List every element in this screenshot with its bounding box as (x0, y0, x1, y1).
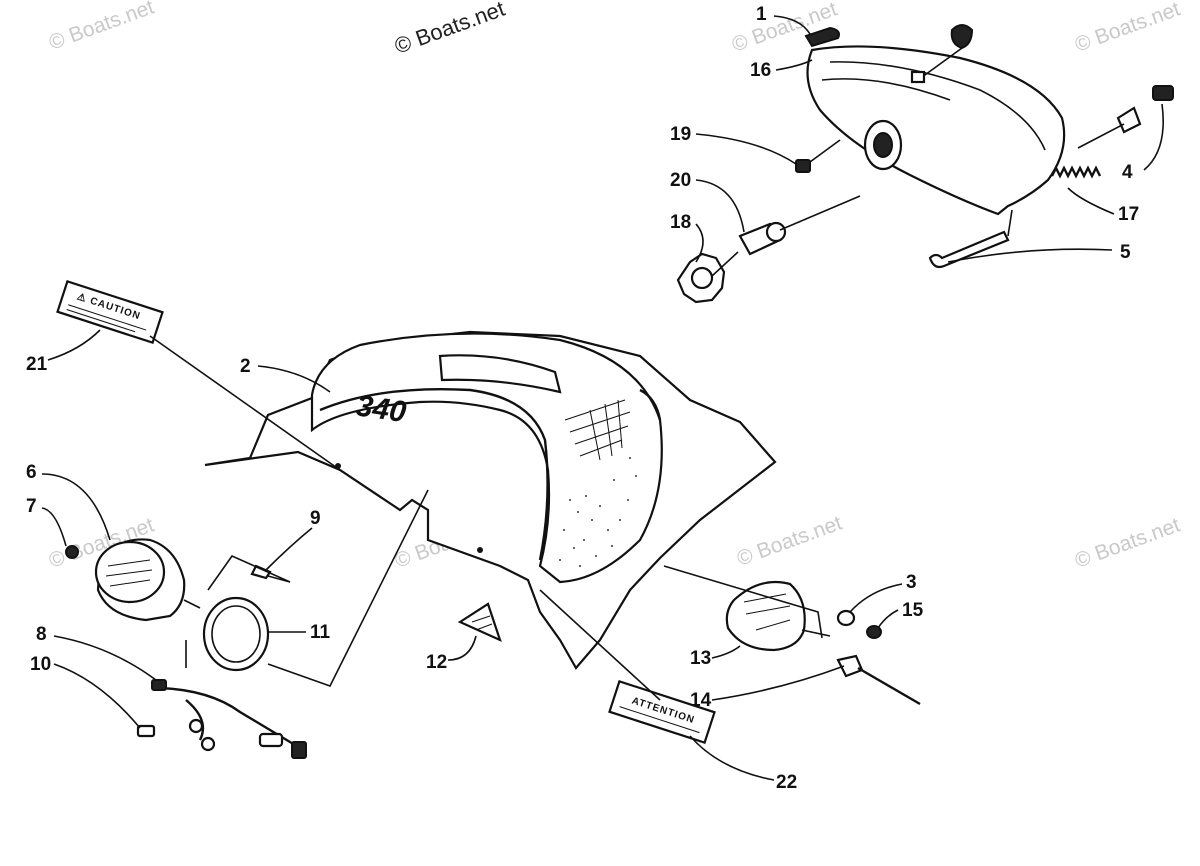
callout-5: 5 (1120, 242, 1131, 263)
nut-part (1152, 85, 1174, 101)
gauge-right-body (725, 580, 806, 652)
callout-22: 22 (776, 772, 797, 793)
callout-10: 10 (30, 654, 51, 675)
attention-decal: ATTENTION (608, 679, 716, 745)
gauge-nut (65, 545, 79, 559)
callout-9: 9 (310, 508, 321, 529)
callout-13: 13 (690, 648, 711, 669)
callout-11: 11 (310, 622, 331, 643)
gauge-right-nut (866, 625, 882, 639)
callout-21: 21 (26, 354, 48, 375)
hood-badge: 340 (354, 389, 408, 429)
washer-part (836, 609, 856, 627)
bezel-ring (202, 596, 270, 672)
cable-part (836, 654, 864, 678)
watermark: © Boats.net (1072, 0, 1183, 57)
leader-lines (41, 15, 1164, 781)
watermark: © Boats.net (1072, 513, 1183, 572)
taillight-housing (806, 45, 1066, 216)
callout-17: 17 (1118, 204, 1139, 225)
hood-shell (310, 332, 663, 584)
callout-20: 20 (670, 170, 691, 191)
watermark: © Boats.net (46, 0, 157, 55)
callout-16: 16 (750, 60, 771, 81)
spring-part (1050, 165, 1102, 179)
gauge-right-assembly (663, 565, 921, 706)
bolt-part (928, 230, 1010, 269)
watermark-main: © Boats.net (391, 0, 508, 59)
housing-screw (950, 24, 974, 50)
warning-triangle-decal (457, 602, 502, 643)
callout-6: 6 (26, 462, 37, 483)
callout-8: 8 (36, 624, 47, 645)
gauge-assembly (65, 489, 429, 759)
small-nut (795, 159, 811, 173)
clip-part (804, 26, 840, 48)
callout-7: 7 (26, 496, 37, 517)
taillight-assembly (676, 24, 1174, 304)
callout-12: 12 (426, 652, 447, 673)
shading (559, 457, 637, 567)
callout-2: 2 (240, 356, 251, 377)
callout-15: 15 (902, 600, 924, 621)
watermark: © Boats.net (734, 511, 845, 570)
caution-decal: ⚠ CAUTION (56, 279, 164, 345)
gauge-clip (250, 564, 272, 580)
callout-4: 4 (1122, 162, 1133, 183)
hood-console: 340 (204, 330, 777, 670)
callout-19: 19 (670, 124, 691, 145)
callout-labels: 1 16 19 20 18 4 17 5 21 2 6 7 9 11 8 10 … (26, 4, 1139, 793)
callout-14: 14 (690, 690, 712, 711)
callout-18: 18 (670, 212, 691, 233)
callout-1: 1 (756, 4, 767, 25)
callout-3: 3 (906, 572, 917, 593)
